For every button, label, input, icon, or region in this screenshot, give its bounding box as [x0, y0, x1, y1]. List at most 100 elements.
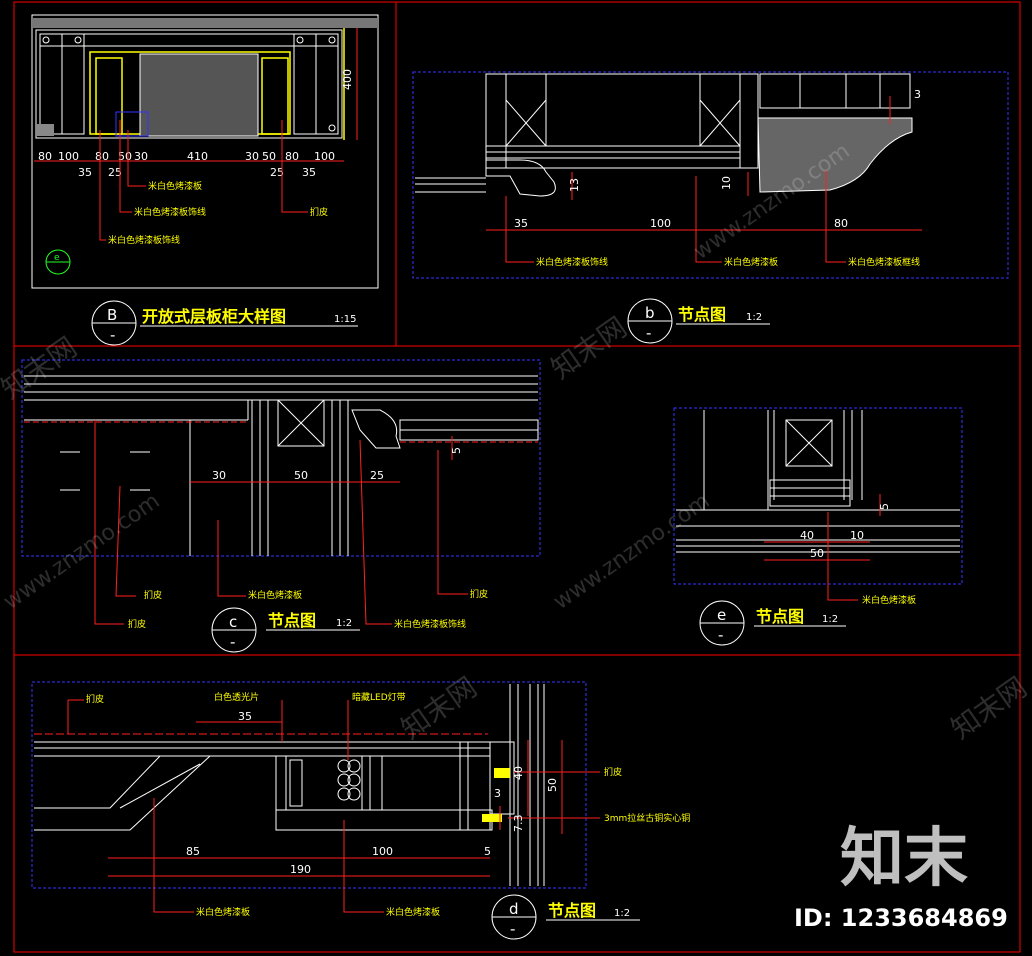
dim-B-5: 30 — [134, 150, 148, 163]
sheet-frame — [13, 1, 1021, 953]
wood-section-b — [757, 117, 913, 193]
dim-B-12: 25 — [108, 166, 122, 179]
watermark-url-1: www.znzmo.com — [0, 489, 165, 615]
title-c-tag: c — [229, 613, 237, 631]
viewport-d — [31, 681, 587, 889]
panel-b: 35 100 80 13 10 3 米白色烤漆板饰线 米白色烤漆板 米白色烤漆板… — [412, 71, 1009, 344]
title-B-tag: B — [107, 306, 117, 324]
label-d-3: 暗藏LED灯带 — [352, 691, 406, 703]
dim-d-9: 7.3 — [512, 815, 525, 833]
scale-d: 1:2 — [614, 908, 630, 919]
dim-e-1: 40 — [800, 529, 814, 542]
leather-panel — [139, 53, 259, 137]
label-c-2: 扪皮 — [128, 618, 146, 630]
dim-B-7: 30 — [245, 150, 259, 163]
label-d-1: 扪皮 — [86, 693, 104, 705]
label-B-1: 米白色烤漆板 — [148, 180, 202, 192]
label-B-3: 米白色烤漆板饰线 — [108, 234, 180, 246]
dims-c — [24, 420, 538, 625]
dims-d — [34, 699, 600, 913]
base-detail — [36, 124, 54, 136]
label-b-3: 米白色烤漆板框线 — [848, 256, 920, 268]
dim-b-2: 100 — [650, 217, 671, 230]
dims-b — [486, 96, 922, 263]
dim-B-6: 410 — [187, 150, 208, 163]
dim-c-2: 50 — [294, 469, 308, 482]
dim-b-6: 3 — [914, 88, 921, 101]
label-d-7: 米白色烤漆板 — [386, 906, 440, 918]
dim-B-8: 50 — [262, 150, 276, 163]
title-B: 开放式层板柜大样图 — [142, 307, 286, 326]
scale-b: 1:2 — [746, 312, 762, 323]
dim-e-4: 5 — [878, 503, 891, 510]
svg-text:-: - — [110, 326, 115, 344]
label-c-4: 米白色烤漆板饰线 — [394, 618, 466, 630]
watermark-brand: 知末 — [840, 822, 968, 896]
watermark-id: ID: 1233684869 — [794, 904, 1008, 932]
section-d — [34, 684, 545, 886]
dim-d-7: 50 — [546, 778, 559, 792]
dim-B-3: 80 — [95, 150, 109, 163]
label-b-2: 米白色烤漆板 — [724, 256, 778, 268]
title-e-tag: e — [717, 606, 726, 624]
dim-d-2: 85 — [186, 845, 200, 858]
ceiling-hatch — [32, 18, 378, 28]
label-d-5: 3mm拉丝古铜实心铜 — [604, 812, 690, 824]
cabinet-elevation — [35, 29, 343, 139]
title-b: 节点图 — [678, 305, 726, 324]
dim-e-2: 10 — [850, 529, 864, 542]
panel-c: 30 50 25 5 扪皮 扪皮 米白色烤漆板 米白色烤漆板饰线 扪皮 c - … — [21, 359, 541, 653]
dim-d-1: 35 — [238, 710, 252, 723]
dim-b-1: 35 — [514, 217, 528, 230]
dim-c-3: 25 — [370, 469, 384, 482]
dim-b-4: 13 — [568, 178, 581, 192]
dim-b-5: 10 — [720, 176, 733, 190]
scale-c: 1:2 — [336, 618, 352, 629]
detail-callout-box — [115, 111, 149, 137]
detail-mark-e: e — [54, 253, 60, 263]
dim-d-8: 3 — [494, 787, 501, 800]
label-B-4: 扪皮 — [310, 206, 328, 218]
svg-text:-: - — [510, 920, 515, 938]
viewport-b — [412, 71, 1009, 279]
svg-text:-: - — [230, 633, 235, 651]
title-d-tag: d — [509, 900, 519, 918]
dim-e-3: 50 — [810, 547, 824, 560]
dim-B-height: 400 — [341, 69, 354, 90]
dim-c-4: 5 — [450, 447, 463, 454]
label-e-1: 米白色烤漆板 — [862, 594, 916, 606]
label-d-2: 白色透光片 — [214, 691, 259, 703]
led-strip-mark — [494, 768, 510, 778]
dim-d-5: 190 — [290, 863, 311, 876]
title-d: 节点图 — [548, 901, 596, 920]
watermark-zh-2: 知末网 — [545, 311, 633, 386]
dim-B-13: 25 — [270, 166, 284, 179]
panel-B: 400 80 100 80 50 30 410 30 50 80 100 35 … — [31, 14, 379, 346]
title-c: 节点图 — [268, 611, 316, 630]
label-c-5: 扪皮 — [470, 588, 488, 600]
watermark-zh-1: 知末网 — [0, 331, 83, 406]
dim-d-4: 5 — [484, 845, 491, 858]
panel-B-border — [31, 14, 379, 289]
svg-text:-: - — [646, 324, 651, 342]
section-b — [415, 73, 911, 197]
cabinet-trim — [89, 28, 345, 140]
dim-c-1: 30 — [212, 469, 226, 482]
leaders-B — [99, 120, 308, 241]
label-d-4: 扪皮 — [604, 766, 622, 778]
scale-B: 1:15 — [334, 314, 356, 325]
label-d-6: 米白色烤漆板 — [196, 906, 250, 918]
dim-B-14: 35 — [302, 166, 316, 179]
title-b-tag: b — [645, 304, 655, 322]
label-c-3: 米白色烤漆板 — [248, 589, 302, 601]
viewport-e — [673, 407, 963, 585]
label-B-2: 米白色烤漆板饰线 — [134, 206, 206, 218]
dim-B-11: 35 — [78, 166, 92, 179]
svg-text:-: - — [718, 626, 723, 644]
label-c-1: 扪皮 — [144, 589, 162, 601]
dim-B-1: 80 — [38, 150, 52, 163]
viewport-c — [21, 359, 541, 557]
copper-strip-mark — [482, 814, 502, 822]
title-e: 节点图 — [756, 607, 804, 626]
